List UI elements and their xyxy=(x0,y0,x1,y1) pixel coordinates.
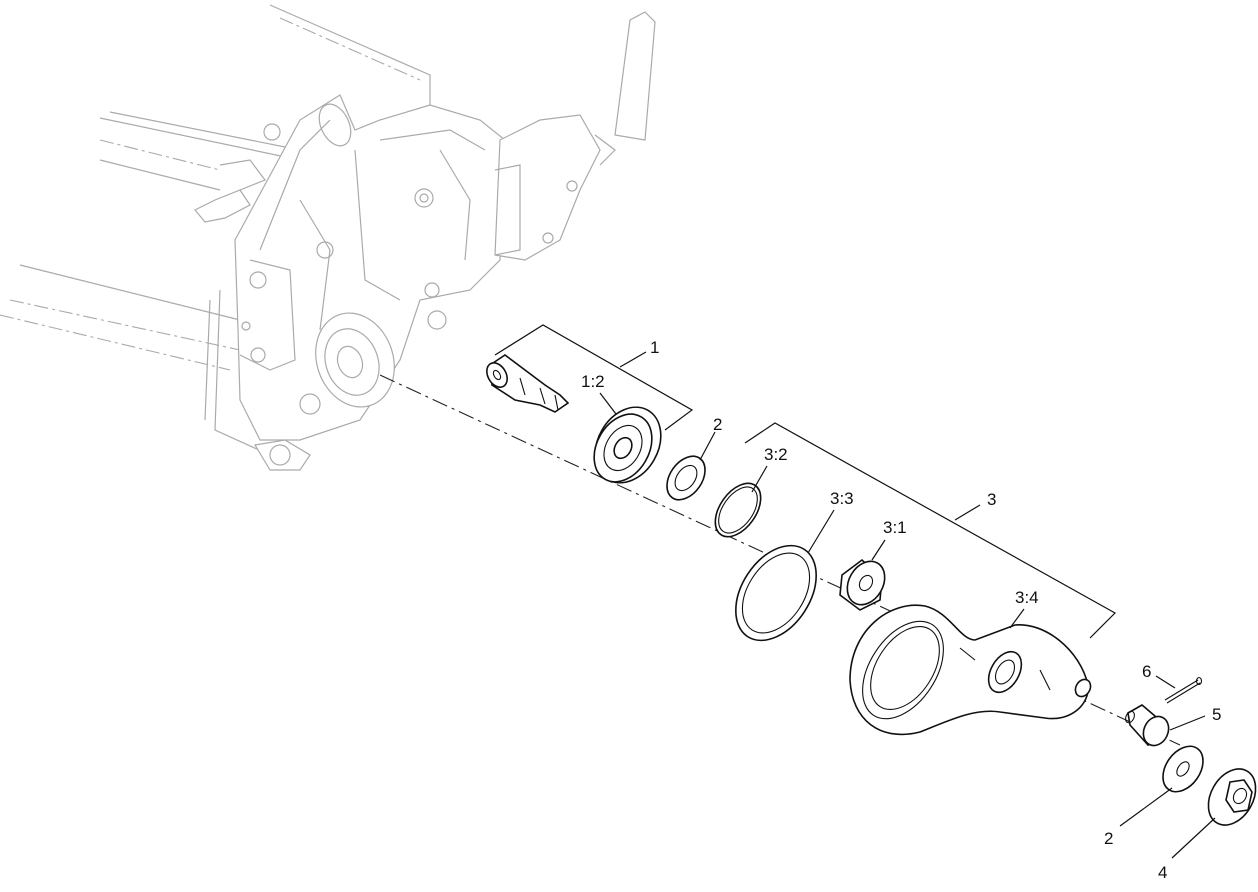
callout-3-3: 3:3 xyxy=(830,489,854,508)
part-3-2-o-ring xyxy=(714,482,762,538)
callout-2-lower: 2 xyxy=(1104,829,1113,848)
callout-3-4: 3:4 xyxy=(1015,588,1039,607)
leader-lines xyxy=(599,351,1216,859)
bracket-group-1 xyxy=(494,324,694,431)
part-6-cotter-pin xyxy=(1164,676,1203,704)
callout-6: 6 xyxy=(1142,662,1151,681)
part-3-1-bushing xyxy=(839,558,886,611)
callout-3: 3 xyxy=(987,490,996,509)
part-2-washer-upper xyxy=(666,455,706,501)
background-housing-assembly xyxy=(0,4,656,471)
part-3-4-arm xyxy=(849,604,1092,736)
part-3-3-seal-ring xyxy=(735,544,817,642)
part-5-clevis-pin xyxy=(1125,704,1170,747)
callout-3-1: 3:1 xyxy=(883,518,907,537)
part-4-flange-nut xyxy=(1207,768,1257,826)
callout-2-upper: 2 xyxy=(713,415,722,434)
part-1-shaft xyxy=(486,354,570,413)
part-1-2-bearing xyxy=(593,406,662,484)
bracket-group-3 xyxy=(744,422,1116,639)
callout-3-2: 3:2 xyxy=(764,445,788,464)
callout-5: 5 xyxy=(1212,705,1221,724)
callout-4: 4 xyxy=(1158,863,1167,882)
callout-1: 1 xyxy=(650,338,659,357)
callout-1-2: 1:2 xyxy=(581,372,605,391)
part-2-washer-lower xyxy=(1162,745,1204,793)
